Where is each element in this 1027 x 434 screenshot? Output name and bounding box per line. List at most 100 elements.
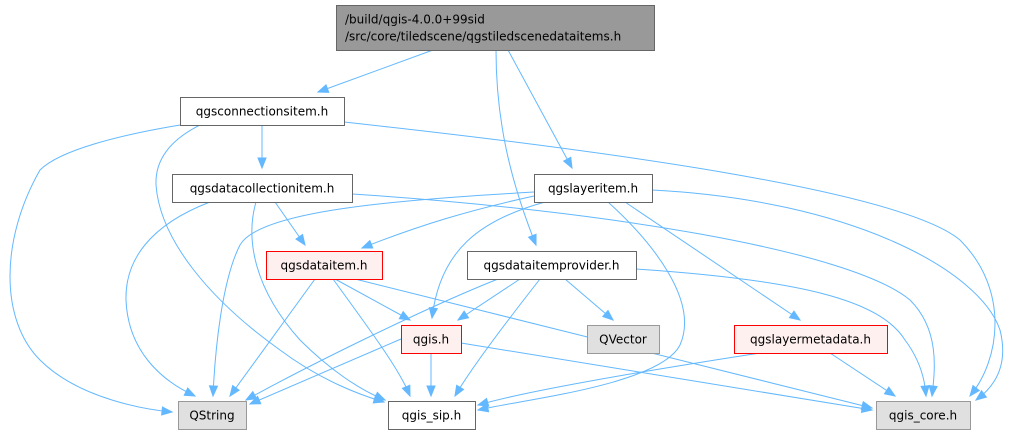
edge-arrowhead xyxy=(428,306,439,320)
edges-layer xyxy=(9,49,1004,416)
edge-line xyxy=(564,278,614,321)
edge-qgsdatacollectionitem-to-QString xyxy=(125,201,211,397)
node-qgis[interactable]: qgis.h xyxy=(401,325,462,354)
edge-arrowhead xyxy=(928,385,938,398)
edge-line xyxy=(332,278,411,397)
edge-qgslayermetadata-to-qgis_core xyxy=(829,352,897,397)
nodes-layer: /build/qgis-4.0.0+99sid/src/core/tiledsc… xyxy=(172,5,971,430)
edge-arrowhead xyxy=(860,403,874,413)
node-label: qgslayermetadata.h xyxy=(750,333,871,347)
edge-qgsdataitemprovider-to-qgis_sip xyxy=(454,278,541,398)
node-root[interactable]: /build/qgis-4.0.0+99sid/src/core/tiledsc… xyxy=(336,5,655,51)
node-label: /build/qgis-4.0.0+99sid xyxy=(345,13,485,27)
edge-line xyxy=(361,195,535,249)
edge-arrowhead xyxy=(454,384,465,398)
node-box xyxy=(180,97,345,126)
node-box xyxy=(266,251,383,280)
node-qgis-sip[interactable]: qgis_sip.h xyxy=(388,401,476,430)
edge-line xyxy=(460,342,873,411)
node-label: QVector xyxy=(599,333,647,347)
edge-arrowhead xyxy=(788,310,802,321)
edge-qgslayeritem-to-qgslayermetadata xyxy=(624,201,802,321)
edge-qgsdataitemprovider-to-QVector xyxy=(564,278,615,321)
edge-qgslayeritem-to-qgis xyxy=(428,201,546,320)
node-box xyxy=(172,174,353,203)
edge-arrowhead xyxy=(295,233,306,247)
node-label: qgsconnectionsitem.h xyxy=(196,105,328,119)
node-box xyxy=(876,401,971,430)
edge-line xyxy=(212,191,535,397)
edge-qgsdatacollectionitem-to-qgis_sip xyxy=(251,201,387,401)
edge-line xyxy=(245,278,499,401)
edge-arrowhead xyxy=(316,83,330,93)
edge-qgsdatacollectionitem-to-qgis_core xyxy=(351,193,938,398)
edge-line xyxy=(651,189,1004,401)
edge-line xyxy=(477,352,761,406)
edge-line xyxy=(351,193,935,397)
node-label: qgis_sip.h xyxy=(402,409,461,423)
edge-line xyxy=(624,201,801,321)
edge-line xyxy=(317,49,434,93)
edge-arrowhead xyxy=(229,384,241,398)
node-box xyxy=(178,401,247,430)
edge-arrowhead xyxy=(527,233,537,247)
edge-arrowhead xyxy=(373,391,387,401)
edge-line xyxy=(343,121,996,397)
node-qgsdatacollectionitem[interactable]: qgsdatacollectionitem.h xyxy=(172,174,353,203)
edge-line xyxy=(431,201,546,319)
edge-qgsdataitemprovider-to-QString xyxy=(244,278,499,401)
node-label: QString xyxy=(189,409,234,423)
node-label: qgslayeritem.h xyxy=(548,182,638,196)
edge-line xyxy=(125,201,211,397)
edge-line xyxy=(249,338,402,405)
node-qgsconnectionsitem[interactable]: qgsconnectionsitem.h xyxy=(180,97,345,126)
edge-qgslayermetadata-to-qgis_sip xyxy=(476,352,761,407)
edge-line xyxy=(457,278,521,321)
node-box xyxy=(336,5,655,51)
edge-qgis-to-QString xyxy=(248,338,402,405)
edge-line xyxy=(495,49,537,246)
edge-line xyxy=(477,201,686,411)
node-qstring[interactable]: QString xyxy=(178,401,247,430)
edge-arrowhead xyxy=(601,309,615,321)
edge-qgis-to-qgis_core xyxy=(460,342,874,413)
edge-arrowhead xyxy=(257,157,267,170)
node-qgsdataitemprovider[interactable]: qgsdataitemprovider.h xyxy=(467,251,637,280)
node-qvector[interactable]: QVector xyxy=(587,325,660,354)
node-qgslayermetadata[interactable]: qgslayermetadata.h xyxy=(734,325,888,354)
edge-arrowhead xyxy=(248,395,262,405)
edge-line xyxy=(454,278,541,397)
edge-qgsdataitem-to-qgis_sip xyxy=(332,278,411,398)
node-qgis-core[interactable]: qgis_core.h xyxy=(876,401,971,430)
edge-arrowhead xyxy=(883,386,897,397)
edge-line xyxy=(155,124,385,403)
edge-qgsconnectionsitem-to-qgis_core xyxy=(343,121,996,398)
edge-root-to-qgslayeritem xyxy=(507,49,573,170)
edge-arrowhead xyxy=(456,310,470,321)
node-box xyxy=(734,325,888,354)
edge-arrowhead xyxy=(360,239,374,249)
edge-line xyxy=(829,352,896,397)
edge-arrowhead xyxy=(969,384,981,398)
edge-line xyxy=(9,124,181,413)
edge-line xyxy=(334,278,411,321)
node-box xyxy=(534,174,653,203)
node-qgsdataitem[interactable]: qgsdataitem.h xyxy=(266,251,383,280)
edge-qgslayeritem-to-QString xyxy=(208,191,535,398)
node-label: qgsdataitem.h xyxy=(280,259,367,273)
edge-line xyxy=(251,201,386,401)
node-label: qgsdataitemprovider.h xyxy=(484,259,620,273)
node-qgslayeritem[interactable]: qgslayeritem.h xyxy=(534,174,653,203)
edge-qgsdataitem-to-QString xyxy=(229,278,316,398)
edge-root-to-qgsdataitemprovider xyxy=(495,49,537,247)
node-box xyxy=(467,251,637,280)
edge-arrowhead xyxy=(426,385,436,398)
edge-line xyxy=(635,268,927,397)
node-box xyxy=(587,325,660,354)
edge-arrowhead xyxy=(208,385,219,398)
node-label: qgis_core.h xyxy=(889,409,957,423)
edge-qgsdataitem-to-qgis xyxy=(334,278,412,321)
edge-qgsdataitemprovider-to-qgis xyxy=(456,278,521,321)
edge-arrowhead xyxy=(476,397,490,407)
